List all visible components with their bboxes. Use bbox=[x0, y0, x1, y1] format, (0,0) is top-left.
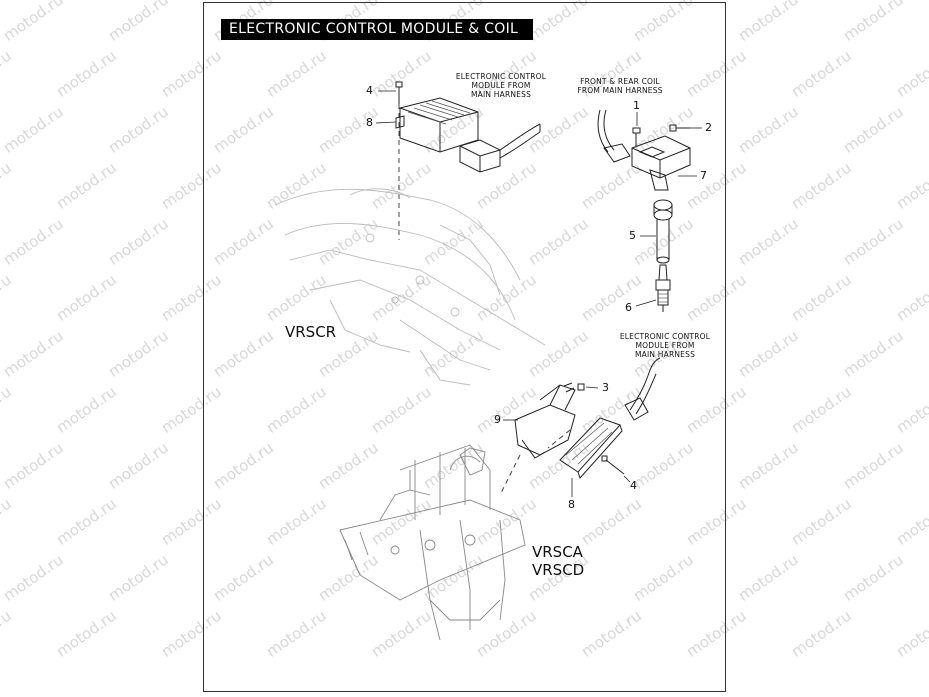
bolt-2 bbox=[669, 124, 690, 132]
page-title: ELECTRONIC CONTROL MODULE & COIL bbox=[221, 19, 533, 40]
ecm-bracket-9 bbox=[514, 384, 576, 459]
model-label-vrsca-vrscd: VRSCA VRSCD bbox=[532, 543, 584, 579]
callout-coil: FRONT & REAR COIL FROM MAIN HARNESS bbox=[568, 77, 672, 95]
part-number-4-bottom: 4 bbox=[630, 479, 637, 492]
callout-ecm-bottom-line2: MODULE FROM bbox=[635, 341, 695, 350]
callout-ecm-top-line2: MODULE FROM bbox=[471, 81, 531, 90]
leader-lines bbox=[375, 90, 702, 497]
vrsca-engine-ghost bbox=[339, 444, 526, 641]
part-number-2: 2 bbox=[705, 121, 712, 134]
spark-plug bbox=[655, 264, 671, 312]
part-number-8-bottom: 8 bbox=[568, 498, 575, 511]
ecm-bottom-harness bbox=[624, 357, 661, 421]
model-label-vrscd: VRSCD bbox=[532, 561, 585, 579]
part-number-8-top: 8 bbox=[366, 116, 373, 129]
part-number-9: 9 bbox=[494, 413, 501, 426]
callout-ecm-top: ELECTRONIC CONTROL MODULE FROM MAIN HARN… bbox=[448, 72, 554, 99]
bolt-4-top bbox=[395, 81, 403, 104]
ecm-module-bottom bbox=[559, 417, 623, 479]
bolt-4-bottom bbox=[601, 455, 625, 475]
part-number-6: 6 bbox=[625, 301, 632, 314]
callout-coil-line1: FRONT & REAR COIL bbox=[580, 77, 660, 86]
part-number-7: 7 bbox=[700, 169, 707, 182]
bolt-3 bbox=[563, 382, 585, 393]
callout-ecm-bottom-line1: ELECTRONIC CONTROL bbox=[619, 332, 711, 341]
model-label-vrsca: VRSCA bbox=[532, 543, 583, 561]
callout-ecm-top-line3: MAIN HARNESS bbox=[470, 90, 532, 99]
callout-ecm-top-line1: ELECTRONIC CONTROL bbox=[455, 72, 547, 81]
callout-ecm-bottom-line3: MAIN HARNESS bbox=[634, 350, 696, 359]
coil-connector-harness bbox=[597, 109, 631, 163]
model-label-vrscr: VRSCR bbox=[285, 323, 337, 341]
bolt-1 bbox=[632, 127, 641, 146]
ecm-module-top bbox=[395, 97, 541, 173]
callout-coil-line2: FROM MAIN HARNESS bbox=[577, 86, 663, 95]
ignition-coil bbox=[631, 135, 691, 191]
part-number-1: 1 bbox=[633, 99, 640, 112]
spark-plug-boot bbox=[653, 199, 673, 264]
callout-ecm-bottom: ELECTRONIC CONTROL MODULE FROM MAIN HARN… bbox=[612, 332, 718, 359]
diagram-frame bbox=[203, 2, 726, 692]
part-number-3: 3 bbox=[602, 381, 609, 394]
part-number-4-top: 4 bbox=[366, 84, 373, 97]
part-number-5: 5 bbox=[629, 229, 636, 242]
vrscr-frame-ghost bbox=[274, 188, 546, 386]
